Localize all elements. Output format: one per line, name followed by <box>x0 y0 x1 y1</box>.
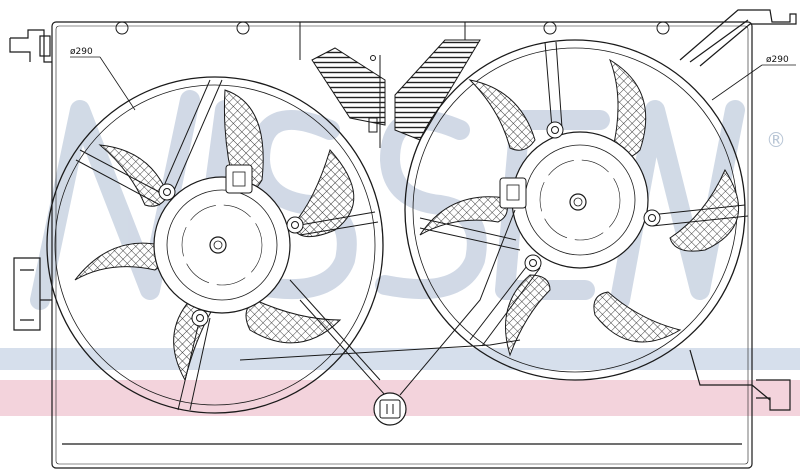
mounting-lugs <box>115 21 670 60</box>
shroud-frame <box>9 9 797 469</box>
right-diameter-callout: ø290 <box>711 55 796 101</box>
left-fan-connector <box>225 164 253 194</box>
main-connector-plug <box>373 392 407 426</box>
left-fan-blades <box>74 89 355 382</box>
right-fan-shaft <box>569 193 587 211</box>
left-fan-diameter-label: ø290 <box>70 47 93 57</box>
center-louvres <box>311 39 481 148</box>
left-fan-shroud-ring <box>46 76 384 414</box>
left-fan <box>46 76 384 414</box>
right-fan <box>404 39 749 381</box>
wiring-harness <box>239 209 521 396</box>
left-fan-shaft <box>209 236 227 254</box>
right-fan-shroud-ring <box>404 39 746 381</box>
left-diameter-callout: ø290 <box>70 47 136 111</box>
right-fan-connector <box>499 177 527 209</box>
registered-mark: ® <box>766 128 786 152</box>
right-fan-diameter-label: ø290 <box>766 55 789 65</box>
